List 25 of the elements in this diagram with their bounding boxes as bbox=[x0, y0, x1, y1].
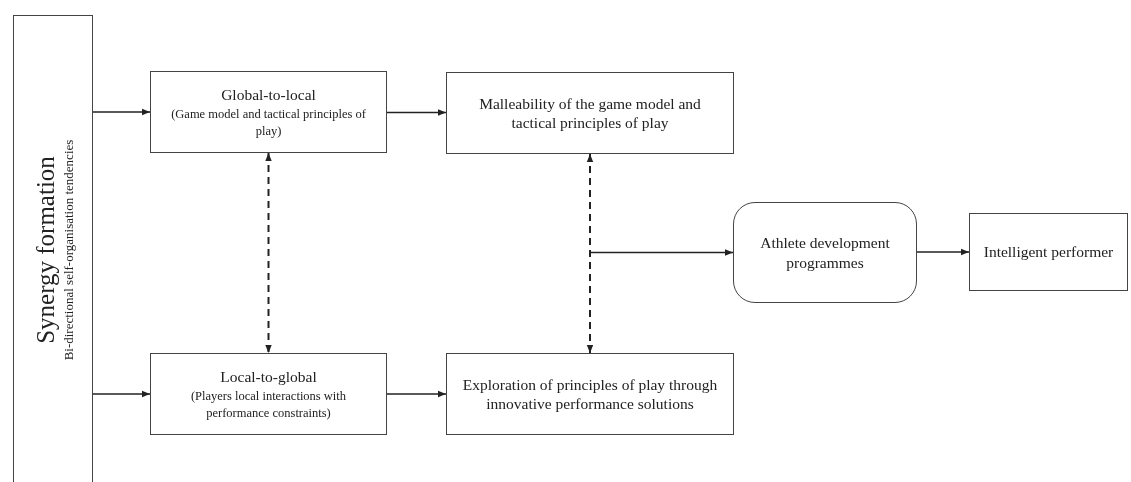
node-title: Synergy formation bbox=[30, 155, 59, 344]
process-box bbox=[150, 71, 387, 153]
arrow bbox=[92, 390, 151, 398]
node-title: Global-to-local bbox=[221, 85, 316, 105]
node-title: Exploration of principles of play through innovative performance solutions bbox=[461, 374, 719, 414]
process-box bbox=[446, 353, 734, 435]
arrow bbox=[386, 109, 447, 116]
process-box bbox=[969, 213, 1128, 291]
arrow bbox=[589, 249, 734, 256]
arrow bbox=[92, 108, 151, 116]
process-box bbox=[446, 72, 734, 154]
node-title: Intelligent performer bbox=[983, 242, 1114, 262]
node-subtitle: (Players local interactions with performance constraints) bbox=[189, 388, 348, 421]
node-subtitle: Bi-directional self-organisation tendencies bbox=[60, 139, 77, 360]
dashed-arrow bbox=[265, 152, 272, 354]
arrow bbox=[916, 248, 970, 256]
node-title: Athlete development programmes bbox=[759, 233, 891, 272]
side-bar bbox=[13, 15, 93, 482]
node-title: Local-to-global bbox=[220, 367, 317, 387]
node-title: Malleability of the game model and tactical principles of play bbox=[478, 93, 702, 133]
node-subtitle: (Game model and tactical principles of play) bbox=[170, 106, 367, 139]
dashed-arrow bbox=[586, 153, 594, 354]
arrow bbox=[386, 390, 447, 398]
process-box bbox=[150, 353, 387, 435]
rounded-box bbox=[733, 202, 917, 303]
